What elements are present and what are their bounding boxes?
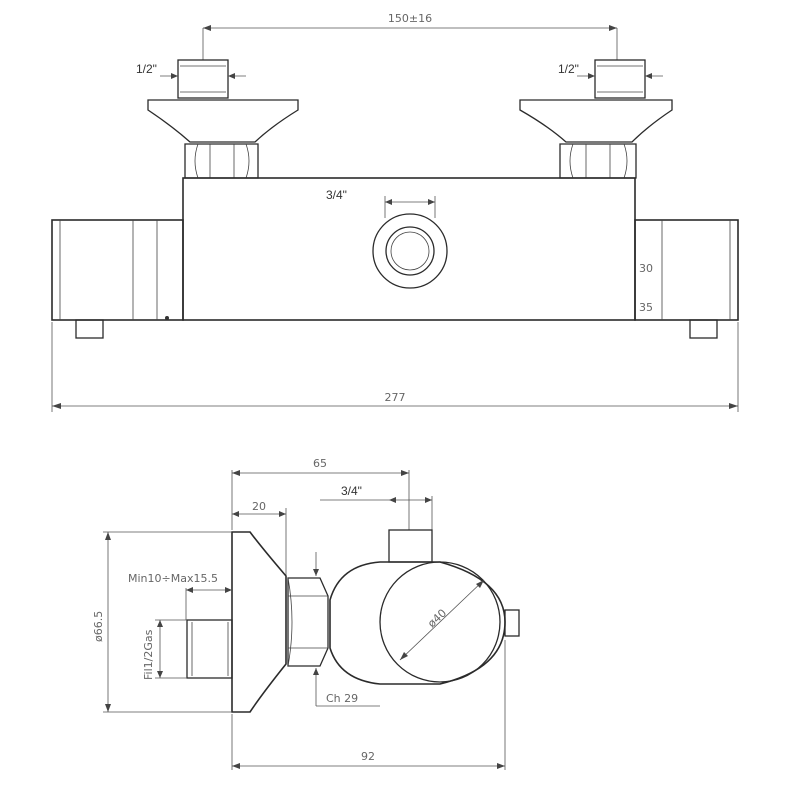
dim-thread-range-label: Min10÷Max15.5 <box>128 572 218 585</box>
dim-right-inlet-label: 1/2" <box>558 62 579 76</box>
dim-left-inlet-label: 1/2" <box>136 62 157 76</box>
side-view: 65 20 3/4" <box>92 457 520 770</box>
dim-flange-diameter: ø66.5 <box>92 531 232 713</box>
right-inlet <box>519 59 673 179</box>
dim-total-depth: 92 <box>231 640 506 770</box>
dim-thread-label: Fil1/2Gas <box>142 629 155 680</box>
side-outlet-stub <box>388 529 433 563</box>
dim-front-outlet-label: 3/4" <box>326 188 347 202</box>
dim-inlet-spacing: 150±16 <box>202 12 618 60</box>
mixer-body <box>51 177 739 339</box>
front-outlet: 3/4" <box>326 188 448 289</box>
dim-right-inlet: 1/2" <box>558 62 663 79</box>
side-thread: Fil1/2Gas <box>142 619 233 680</box>
dim-body-diameter-label: ø40 <box>425 607 449 631</box>
dim-side-outlet: 3/4" <box>320 484 433 530</box>
dim-flange-diameter-label: ø66.5 <box>92 611 105 642</box>
dim-total-length: 277 <box>51 322 739 412</box>
dim-depth-65-label: 65 <box>313 457 327 470</box>
dim-cap-30-label: 30 <box>639 262 653 275</box>
dim-left-inlet: 1/2" <box>136 62 246 79</box>
side-knob-stub <box>504 609 520 637</box>
front-view: 150±16 1/2" <box>51 12 739 412</box>
side-body: ø40 <box>329 561 506 685</box>
dim-flange-20: 20 <box>232 500 287 576</box>
dim-cap-35-label: 35 <box>639 301 653 314</box>
dim-total-depth-label: 92 <box>361 750 375 763</box>
dim-thread-range: Min10÷Max15.5 <box>128 572 232 620</box>
dim-depth-65: 65 <box>231 457 410 530</box>
left-inlet <box>147 59 299 179</box>
side-flange <box>231 531 287 713</box>
dim-flange-20-label: 20 <box>252 500 266 513</box>
dim-side-outlet-label: 3/4" <box>341 484 362 498</box>
dim-inlet-spacing-label: 150±16 <box>388 12 432 25</box>
side-hex-nut <box>287 577 329 667</box>
dim-hex: Ch 29 <box>313 552 380 707</box>
dim-hex-label: Ch 29 <box>326 692 358 705</box>
dim-total-length-label: 277 <box>385 391 406 404</box>
